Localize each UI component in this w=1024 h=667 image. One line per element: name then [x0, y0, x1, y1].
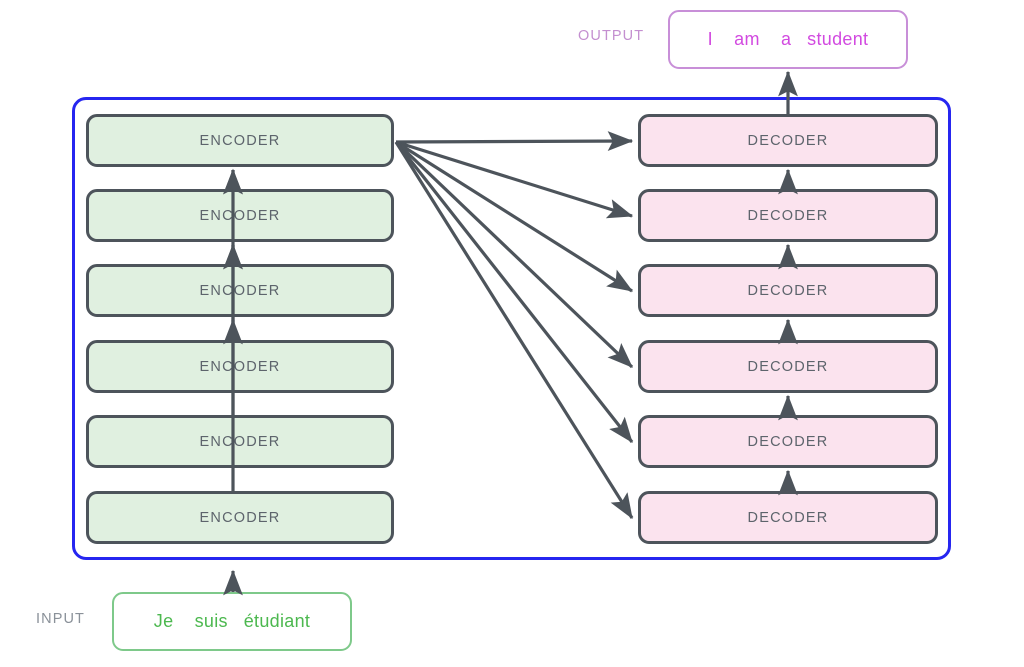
input-text: Je suis étudiant — [153, 611, 311, 631]
encoder-label: ENCODER — [199, 282, 281, 299]
encoder-box-5[interactable]: ENCODER — [86, 415, 394, 468]
encoder-label: ENCODER — [199, 358, 281, 375]
output-label: OUTPUT — [578, 28, 645, 44]
input-label: INPUT — [36, 611, 85, 627]
decoder-box-3[interactable]: DECODER — [638, 264, 938, 317]
input-box[interactable]: Je suis étudiant — [112, 592, 352, 651]
decoder-box-1[interactable]: DECODER — [638, 114, 938, 167]
encoder-box-4[interactable]: ENCODER — [86, 340, 394, 393]
encoder-box-1[interactable]: ENCODER — [86, 114, 394, 167]
encoder-box-6[interactable]: ENCODER — [86, 491, 394, 544]
encoder-label: ENCODER — [199, 509, 281, 526]
decoder-label: DECODER — [747, 509, 829, 526]
decoder-box-5[interactable]: DECODER — [638, 415, 938, 468]
output-box[interactable]: I am a student — [668, 10, 908, 69]
decoder-box-2[interactable]: DECODER — [638, 189, 938, 242]
encoder-label: ENCODER — [199, 433, 281, 450]
encoder-label: ENCODER — [199, 132, 281, 149]
encoder-box-3[interactable]: ENCODER — [86, 264, 394, 317]
decoder-box-4[interactable]: DECODER — [638, 340, 938, 393]
encoder-label: ENCODER — [199, 207, 281, 224]
encoder-box-2[interactable]: ENCODER — [86, 189, 394, 242]
decoder-box-6[interactable]: DECODER — [638, 491, 938, 544]
model-container-outline — [72, 97, 951, 560]
decoder-label: DECODER — [747, 282, 829, 299]
decoder-label: DECODER — [747, 433, 829, 450]
decoder-label: DECODER — [747, 132, 829, 149]
decoder-label: DECODER — [747, 207, 829, 224]
output-text: I am a student — [707, 29, 869, 49]
decoder-label: DECODER — [747, 358, 829, 375]
